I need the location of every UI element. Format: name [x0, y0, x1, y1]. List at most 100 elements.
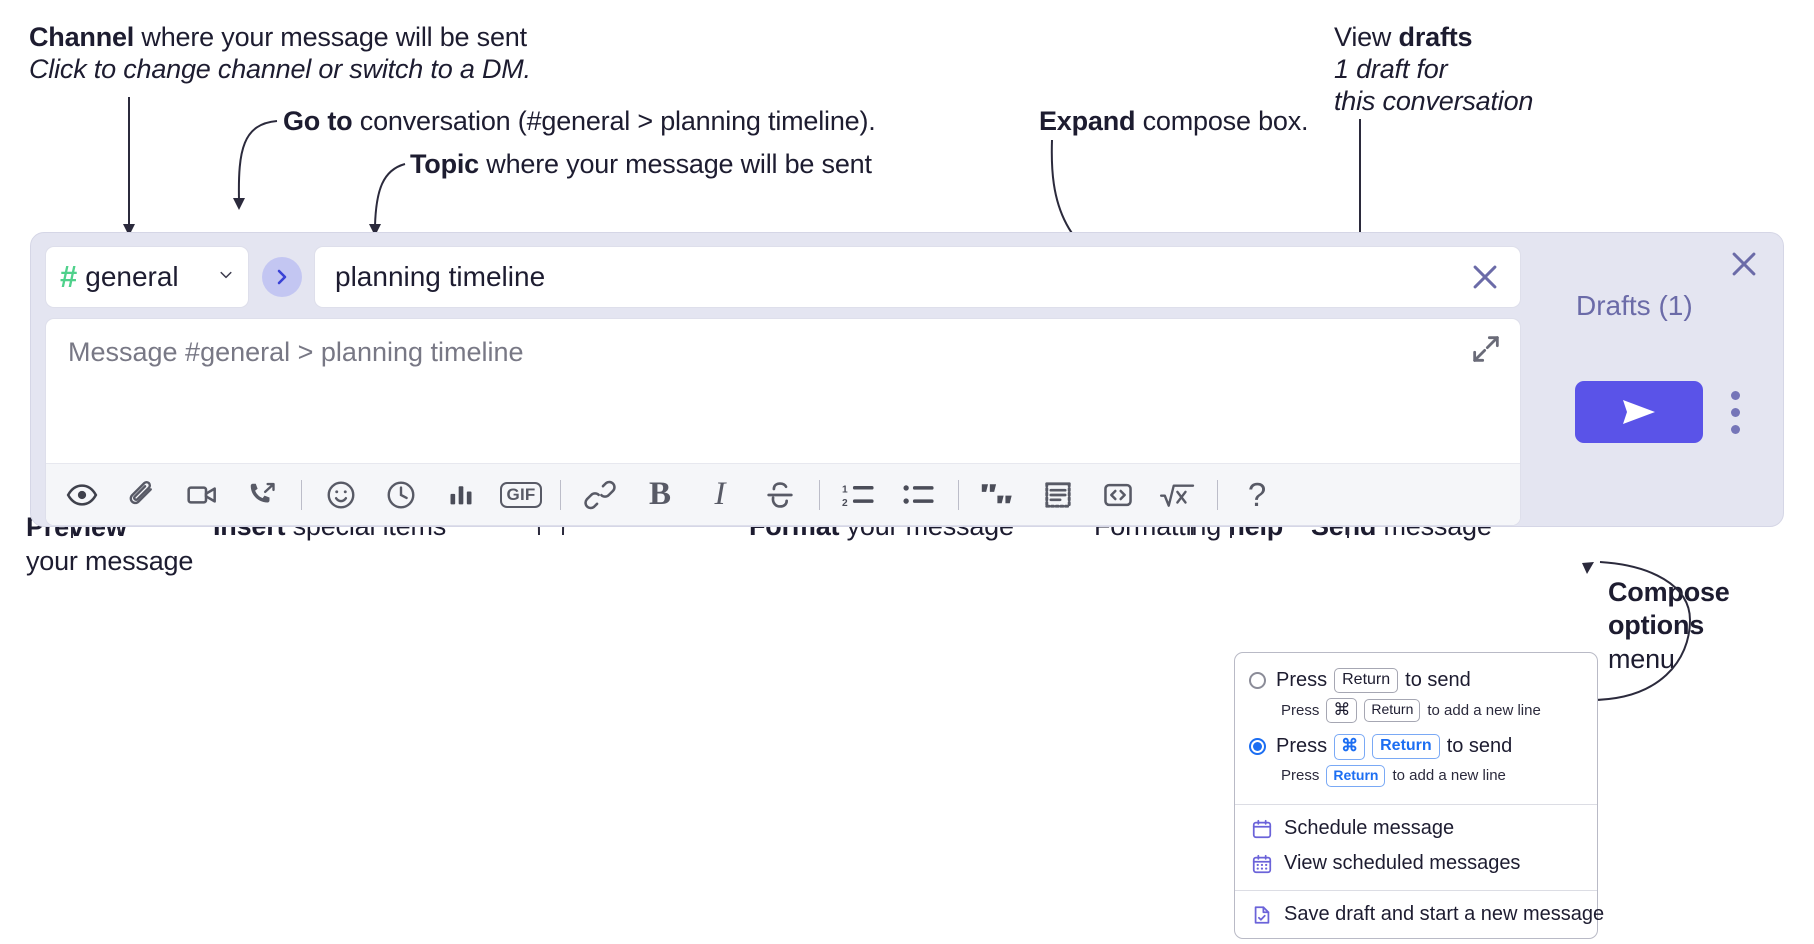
compose-side-panel: Drafts (1) — [1535, 233, 1783, 526]
annotation-topic-bold: Topic — [410, 149, 479, 179]
kebab-dot — [1731, 408, 1740, 417]
menu-item-label: View scheduled messages — [1284, 852, 1521, 874]
send-button[interactable] — [1575, 381, 1703, 443]
key-return: Return — [1334, 668, 1399, 693]
menu-divider — [1235, 890, 1597, 891]
send-option-cmd-return-sub: Press Return to add a new line — [1235, 760, 1597, 796]
send-option-return-label: Press Return to send — [1276, 668, 1471, 693]
annotation-preview-rest: your message — [26, 545, 194, 576]
expand-icon[interactable] — [1470, 333, 1502, 365]
annotation-topic: Topic where your message will be sent — [410, 149, 872, 181]
compose-main-area: # general planning timeline Message #gen… — [31, 233, 1535, 526]
blockquote-icon[interactable] — [976, 473, 1020, 517]
channel-selector-button[interactable]: # general — [45, 246, 249, 308]
svg-text:2: 2 — [842, 497, 848, 508]
menu-item-label: Schedule message — [1284, 817, 1455, 839]
compose-options-button[interactable] — [1731, 391, 1745, 442]
help-label: ? — [1247, 476, 1267, 513]
menu-item-schedule-message[interactable]: Schedule message — [1235, 811, 1597, 846]
option1-to-send: to send — [1405, 669, 1471, 691]
ordered-list-icon[interactable]: 1 2 — [837, 473, 881, 517]
kebab-dot — [1731, 391, 1740, 400]
compose-options-menu: Press Return to send Press ⌘ Return to a… — [1234, 652, 1604, 939]
help-icon[interactable]: ? — [1235, 473, 1279, 517]
option2-to-send: to send — [1446, 735, 1513, 758]
paperclip-icon[interactable] — [120, 473, 164, 517]
annotation-drafts-italic1: 1 draft for — [1334, 53, 1448, 84]
message-input[interactable]: Message #general > planning timeline — [46, 319, 1520, 463]
go-to-conversation-button[interactable] — [262, 257, 302, 297]
annotation-goto-rest: conversation (#general > planning timeli… — [352, 106, 876, 136]
option1-press: Press — [1276, 669, 1328, 691]
chevron-down-icon — [218, 267, 234, 288]
clear-topic-icon[interactable] — [1468, 260, 1502, 294]
topic-input[interactable]: planning timeline — [335, 261, 546, 292]
annotation-channel-italic: Click to change channel or switch to a D… — [29, 53, 531, 84]
annotation-compose-options: Compose options menu — [1608, 576, 1730, 676]
code-block-icon[interactable] — [1036, 473, 1080, 517]
message-compose-area: Message #general > planning timeline — [45, 318, 1521, 526]
compose-box: # general planning timeline Message #gen… — [30, 232, 1784, 527]
message-placeholder: Message #general > planning timeline — [68, 337, 524, 367]
toolbar-divider — [301, 479, 302, 510]
menu-item-view-scheduled-messages[interactable]: View scheduled messages — [1235, 846, 1597, 881]
send-option-cmd-return[interactable]: Press ⌘ Return to send — [1235, 731, 1597, 760]
toolbar-divider — [1217, 479, 1218, 510]
toolbar-divider — [560, 479, 561, 510]
key-return: Return — [1364, 699, 1421, 722]
italic-label: I — [714, 476, 726, 512]
svg-text:1: 1 — [842, 484, 848, 495]
menu-divider — [1235, 804, 1597, 805]
bold-icon[interactable]: B — [638, 473, 682, 517]
code-icon[interactable] — [1096, 473, 1140, 517]
draft-check-icon — [1254, 905, 1270, 924]
bulleted-list-icon[interactable] — [897, 473, 941, 517]
annotation-drafts-plain: View — [1334, 22, 1399, 52]
key-command: ⌘ — [1334, 734, 1366, 760]
send-option-return-sub: Press ⌘ Return to add a new line — [1235, 693, 1597, 731]
drafts-link[interactable]: Drafts (1) — [1576, 290, 1693, 321]
annotation-expand-rest: compose box. — [1135, 106, 1309, 136]
option1-sub-press: Press — [1281, 702, 1320, 720]
emoji-icon[interactable] — [319, 473, 363, 517]
link-icon[interactable] — [578, 473, 622, 517]
send-icon — [1623, 400, 1655, 424]
radio-button-return[interactable] — [1249, 672, 1266, 689]
annotation-goto-bold: Go to — [283, 106, 353, 136]
radio-button-cmd-return[interactable] — [1249, 738, 1266, 756]
option1-sub-tail: to add a new line — [1427, 702, 1541, 720]
gif-icon[interactable]: GIF — [499, 473, 543, 517]
channel-name-label: general — [85, 261, 179, 292]
calendar-icon — [1252, 819, 1272, 838]
annotation-compose-options-rest: menu — [1608, 643, 1675, 674]
strikethrough-icon[interactable] — [758, 473, 802, 517]
call-icon[interactable] — [240, 473, 284, 517]
menu-item-save-draft[interactable]: Save draft and start a new message — [1235, 897, 1604, 932]
preview-icon[interactable] — [60, 473, 104, 517]
option2-sub-tail: to add a new line — [1392, 767, 1506, 785]
close-icon[interactable] — [1727, 247, 1761, 281]
gif-label: GIF — [499, 481, 543, 508]
compose-header-row: # general planning timeline — [45, 246, 1535, 308]
annotation-compose-options-bold2: options — [1608, 610, 1705, 641]
toolbar-divider — [819, 479, 820, 510]
annotation-drafts-italic2: this conversation — [1334, 85, 1534, 116]
annotation-topic-rest: where your message will be sent — [479, 149, 872, 179]
send-option-cmd-return-label: Press ⌘ Return to send — [1276, 734, 1513, 760]
annotation-compose-options-bold1: Compose — [1608, 577, 1730, 607]
send-option-return[interactable]: Press Return to send — [1235, 665, 1597, 693]
chevron-right-icon — [277, 269, 287, 285]
poll-icon[interactable] — [439, 473, 483, 517]
math-icon[interactable] — [1156, 473, 1200, 517]
option2-sub-press: Press — [1281, 767, 1320, 785]
toolbar-divider — [958, 479, 959, 510]
topic-input-wrapper[interactable]: planning timeline — [314, 246, 1521, 308]
key-return: Return — [1326, 764, 1386, 787]
annotation-drafts-bold: drafts — [1398, 22, 1473, 52]
bold-label: B — [648, 476, 671, 512]
clock-icon[interactable] — [379, 473, 423, 517]
annotation-channel-rest: where your message will be sent — [134, 22, 527, 52]
italic-icon[interactable]: I — [698, 473, 742, 517]
key-command: ⌘ — [1326, 698, 1358, 724]
video-icon[interactable] — [180, 473, 224, 517]
